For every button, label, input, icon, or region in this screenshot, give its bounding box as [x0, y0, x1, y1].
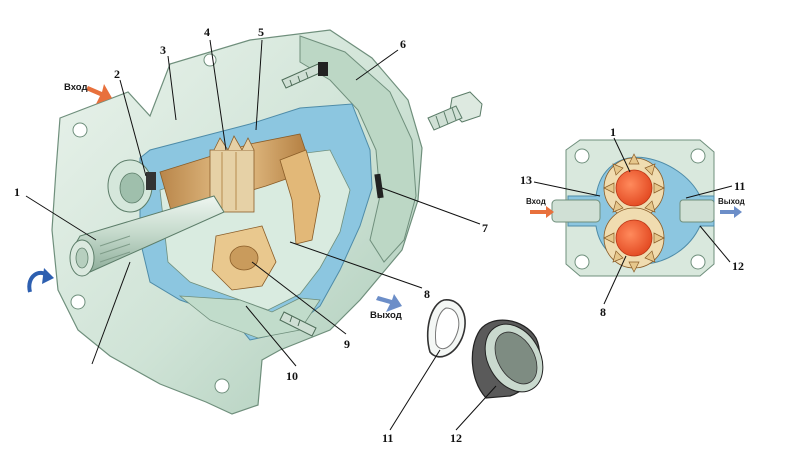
lower-chamber — [178, 295, 321, 339]
callout-7: 7 — [482, 221, 488, 235]
rear-pin — [374, 173, 384, 199]
section-callout-8: 8 — [600, 305, 606, 319]
callout-1: 1 — [14, 185, 20, 199]
outlet-arrow — [376, 294, 402, 312]
callout-9: 9 — [344, 337, 350, 351]
callout-5: 5 — [258, 25, 264, 39]
callout-6: 6 — [400, 37, 406, 51]
outlet-label: Выход — [370, 310, 402, 321]
brass-bushing-rear — [279, 149, 321, 245]
callout-numbers: 1 2 3 4 5 6 7 8 9 10 11 12 1 13 11 12 8 — [14, 25, 745, 445]
callout-8: 8 — [424, 287, 430, 301]
loose-bolt — [427, 91, 483, 131]
pump-cross-section — [530, 139, 742, 277]
callout-4: 4 — [204, 25, 210, 39]
inlet-label: Вход — [64, 82, 88, 93]
drive-gear — [209, 135, 255, 213]
leader-lines — [25, 39, 733, 431]
callout-12: 12 — [450, 431, 462, 445]
bottom-screw — [279, 311, 317, 337]
section-gear-upper — [603, 153, 665, 219]
callout-2: 2 — [114, 67, 120, 81]
section-callout-1: 1 — [610, 125, 616, 139]
callout-10: 10 — [286, 369, 298, 383]
bushing-part-12 — [471, 319, 544, 399]
flange-hole-top — [203, 53, 217, 67]
pump-cutaway — [51, 29, 423, 415]
flange-hole-bottom-right — [214, 378, 230, 394]
callout-3: 3 — [160, 43, 166, 57]
section-callout-11: 11 — [734, 179, 745, 193]
flange-hole-top-left — [72, 122, 88, 138]
section-gear-lower — [603, 207, 665, 273]
drive-shaft — [69, 195, 225, 277]
shaft-seal — [107, 159, 156, 213]
section-inlet-arrow — [530, 206, 554, 218]
rear-cover — [299, 35, 417, 263]
section-callout-13: 13 — [520, 173, 532, 187]
callout-11: 11 — [382, 431, 393, 445]
flange-hole-bottom-left — [70, 294, 86, 310]
cover-screw — [281, 62, 328, 89]
seal-ring-part-11 — [426, 299, 466, 358]
section-inlet-label: Вход — [526, 197, 546, 206]
driven-gear — [211, 225, 277, 291]
rotation-arrow — [27, 268, 54, 293]
inlet-arrow — [86, 84, 112, 104]
section-outlet-label: Выход — [718, 197, 745, 206]
section-callout-12: 12 — [732, 259, 744, 273]
section-outlet-arrow — [720, 206, 742, 218]
